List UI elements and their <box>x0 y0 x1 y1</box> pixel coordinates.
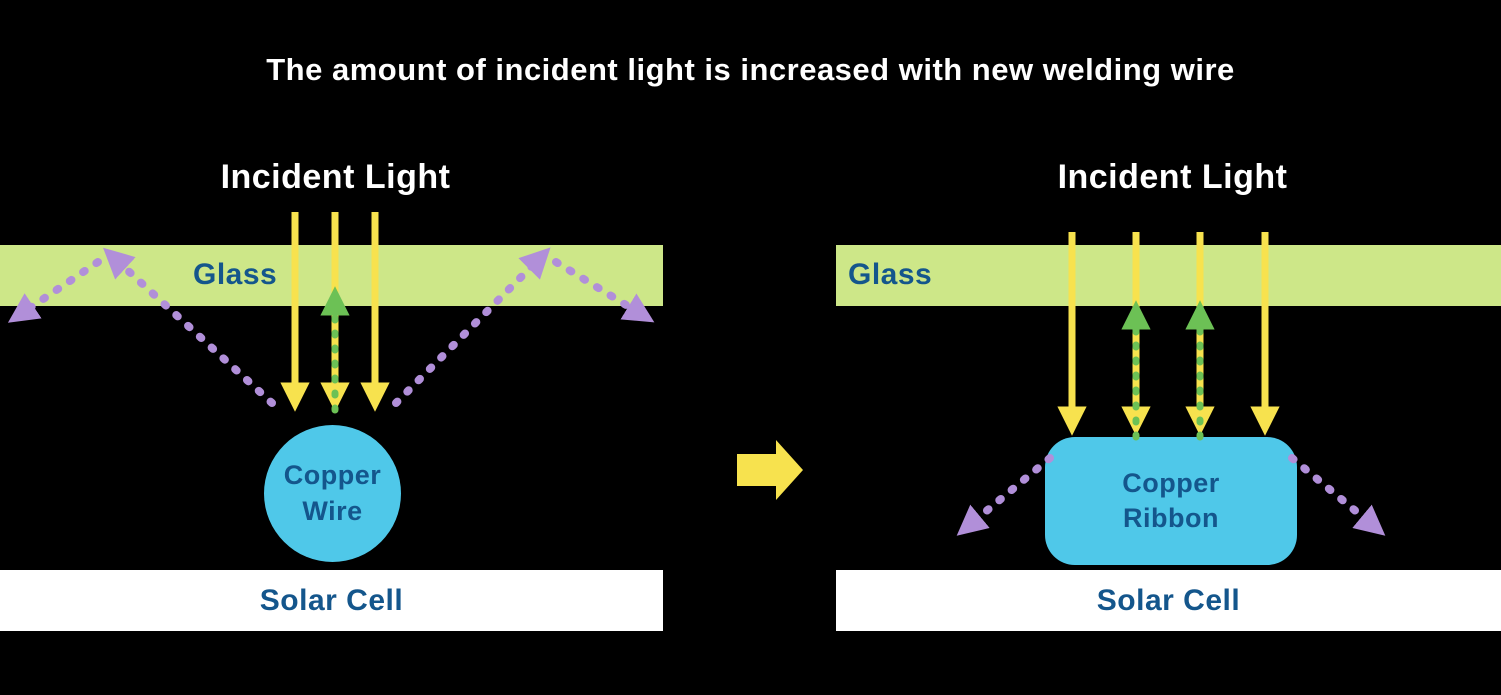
copper-wire-label-line1: Copper <box>283 460 382 491</box>
reflected-ray-icon <box>956 454 1054 536</box>
copper-wire-shape: Copper Wire <box>264 425 401 562</box>
copper-wire-label-line2: Wire <box>302 495 363 526</box>
transition-arrow-icon <box>737 440 803 500</box>
right-solar-cell-label: Solar Cell <box>1096 583 1241 617</box>
left-incident-light-label: Incident Light <box>220 158 451 196</box>
left-glass-band <box>0 245 663 306</box>
copper-ribbon-label-line1: Copper <box>1122 467 1220 498</box>
right-solar-cell: Solar Cell <box>836 570 1501 631</box>
left-solar-cell-label: Solar Cell <box>259 583 404 617</box>
left-incident-light-rays <box>280 212 390 412</box>
reflected-ray-icon <box>1288 454 1386 536</box>
right-transmitted-rays <box>1121 300 1215 441</box>
copper-ribbon-shape: Copper Ribbon <box>1045 437 1297 565</box>
left-glass-label: Glass <box>193 258 278 291</box>
copper-ribbon-label-line2: Ribbon <box>1123 503 1219 533</box>
left-solar-cell: Solar Cell <box>0 570 663 631</box>
right-glass-band <box>836 245 1501 306</box>
right-incident-light-label: Incident Light <box>1057 158 1288 196</box>
diagram-title: The amount of incident light is increase… <box>266 52 1235 87</box>
right-glass-label: Glass <box>848 258 933 291</box>
